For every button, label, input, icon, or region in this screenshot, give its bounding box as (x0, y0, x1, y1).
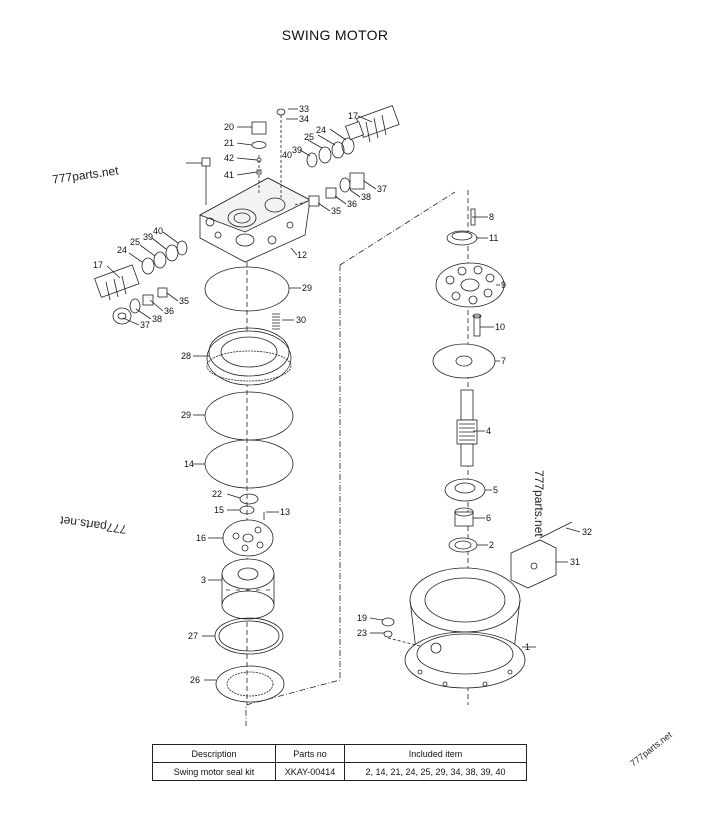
part-label: 3 (201, 575, 206, 585)
table-row: Swing motor seal kit XKAY-00414 2, 14, 2… (152, 762, 527, 781)
housing-1 (404, 567, 526, 689)
cylinder-block-3 (221, 558, 275, 620)
column-header: Included item (344, 744, 527, 763)
part-label: 10 (495, 322, 505, 332)
part-label: 11 (489, 233, 498, 243)
part-label: 39 (292, 145, 302, 155)
shaft-4 (456, 389, 478, 467)
part-label: 5 (493, 485, 498, 495)
part-label: 29 (302, 283, 312, 293)
part-label: 12 (297, 250, 307, 260)
part-label: 16 (196, 533, 206, 543)
part-label: 36 (347, 199, 357, 209)
part-label: 24 (316, 125, 326, 135)
part-label: 25 (130, 237, 140, 247)
part-label: 39 (143, 232, 153, 242)
table-cell: Swing motor seal kit (152, 762, 276, 781)
part-label: 40 (282, 150, 292, 160)
table-cell: 2, 14, 21, 24, 25, 29, 34, 38, 39, 40 (344, 762, 527, 781)
part-label: 35 (331, 206, 341, 216)
part-label: 33 (299, 104, 309, 114)
part-label: 19 (357, 613, 367, 623)
part-label: 42 (224, 153, 234, 163)
seal-kit-table: Description Parts no Included item Swing… (152, 744, 527, 781)
part-label: 20 (224, 122, 234, 132)
part-label: 38 (361, 192, 371, 202)
part-label: 14 (184, 459, 194, 469)
part-label: 37 (140, 320, 150, 330)
part-label: 1 (525, 642, 530, 652)
page-title: SWING MOTOR (281, 27, 389, 43)
table-cell: XKAY-00414 (275, 762, 345, 781)
column-header: Parts no (275, 744, 345, 763)
part-label: 25 (304, 132, 314, 142)
part-label: 13 (280, 507, 290, 517)
column-header: Description (152, 744, 276, 763)
part-label: 9 (501, 280, 506, 290)
part-label: 7 (501, 356, 506, 366)
part-label: 38 (152, 314, 162, 324)
part-label: 41 (224, 170, 234, 180)
part-label: 28 (181, 351, 191, 361)
part-label: 4 (486, 426, 491, 436)
part-label: 26 (190, 675, 200, 685)
part-label: 17 (348, 111, 358, 121)
part-label: 32 (582, 527, 592, 537)
table-header-row: Description Parts no Included item (152, 744, 527, 763)
part-label: 8 (489, 212, 494, 222)
part-label: 21 (224, 138, 234, 148)
part-label: 2 (489, 540, 494, 550)
part-label: 24 (117, 245, 127, 255)
part-label: 37 (377, 184, 387, 194)
valve-block (199, 177, 311, 263)
part-label: 40 (153, 226, 163, 236)
part-label: 36 (164, 306, 174, 316)
part-label: 27 (188, 631, 198, 641)
part-label: 23 (357, 628, 367, 638)
part-label: 35 (179, 296, 189, 306)
spool-lower (94, 264, 140, 301)
part-label: 31 (570, 557, 580, 567)
part-label: 15 (214, 505, 224, 515)
spool-upper (345, 105, 400, 143)
part-label: 6 (486, 513, 491, 523)
part-label: 22 (212, 489, 222, 499)
bearing-28 (206, 327, 292, 386)
part-label: 30 (296, 315, 306, 325)
part-label: 17 (93, 260, 103, 270)
plate-16 (222, 519, 274, 557)
part-label: 29 (181, 410, 191, 420)
part-label: 34 (299, 114, 309, 124)
retainer-plate-9 (435, 262, 505, 308)
